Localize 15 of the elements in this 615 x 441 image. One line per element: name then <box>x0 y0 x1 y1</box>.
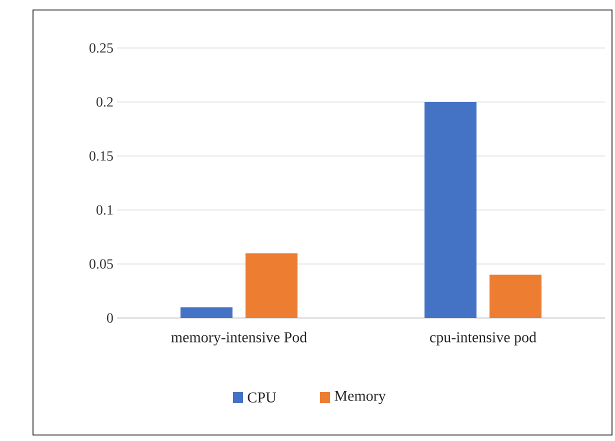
bar <box>424 102 476 318</box>
legend-label: CPU <box>248 392 276 403</box>
y-tick-label: 0.1 <box>96 205 113 215</box>
y-tick-label: 0.15 <box>90 151 113 161</box>
x-tick-label: memory-intensive Pod <box>171 332 307 346</box>
bar-chart: memory-intensive Pod cpu-intensive pod 0 0.05 0.1 0.15 0.2 0.25 <box>90 43 606 346</box>
bar <box>246 253 298 318</box>
x-tick-label: cpu-intensive pod <box>430 332 536 346</box>
legend-label: Memory <box>334 390 386 404</box>
y-tick-label: 0 <box>107 313 113 323</box>
y-tick-label: 0.2 <box>96 97 113 107</box>
y-tick-label: 0.05 <box>90 259 113 269</box>
y-tick-label: 0.25 <box>90 43 113 53</box>
bar <box>490 274 542 318</box>
bar <box>180 307 233 318</box>
